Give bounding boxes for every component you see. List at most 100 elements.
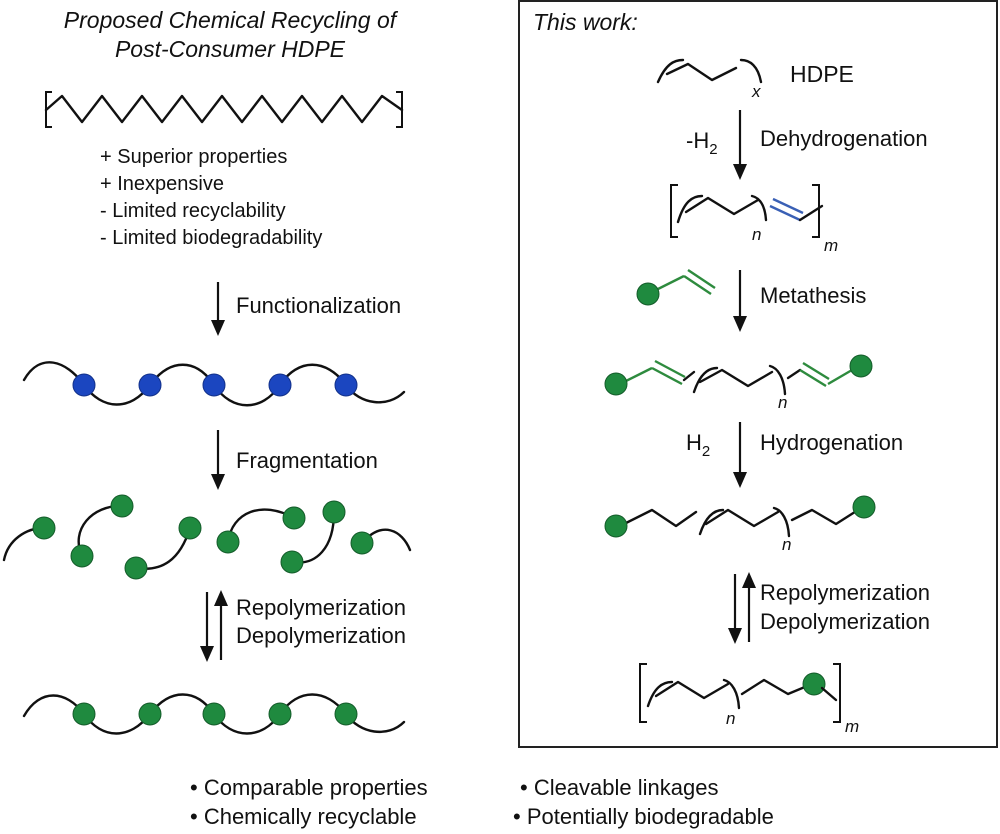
close-paren xyxy=(750,194,768,222)
final-polymer xyxy=(639,663,841,723)
blue-functional-group xyxy=(334,373,358,397)
repeat-zigzag xyxy=(654,680,730,700)
close-paren xyxy=(739,58,763,84)
repeat-zigzag xyxy=(704,508,780,528)
chain-link xyxy=(682,370,696,382)
right-title: This work: xyxy=(533,9,638,35)
benefit-item: • Comparable properties xyxy=(190,775,428,800)
repeat-zigzag xyxy=(665,62,738,82)
chain-left xyxy=(622,508,698,528)
chain-right xyxy=(790,508,860,526)
right-step-depolymerization: Depolymerization xyxy=(760,609,930,634)
close-paren xyxy=(722,678,741,710)
property-item: - Limited biodegradability xyxy=(100,227,322,249)
fragmentation-arrow xyxy=(211,430,225,490)
green-functional-group xyxy=(178,516,202,540)
property-item: - Limited recyclability xyxy=(100,200,286,222)
green-functional-group xyxy=(216,530,240,554)
subscript-m: m xyxy=(824,236,838,255)
left-title-line2: Post-Consumer HDPE xyxy=(115,36,346,62)
green-functional-group xyxy=(636,282,660,306)
green-functional-group xyxy=(110,494,134,518)
green-functional-group xyxy=(322,500,346,524)
step-functionalization: Functionalization xyxy=(236,293,401,318)
left-step-repolymerization: Repolymerization xyxy=(236,595,406,620)
benefits-list: • Comparable properties • Cleavable link… xyxy=(190,775,774,829)
green-functional-group xyxy=(849,354,873,378)
green-functional-group xyxy=(138,702,162,726)
open-bracket xyxy=(639,663,647,723)
benefit-item: • Chemically recyclable xyxy=(190,804,417,829)
this-work-panel-border xyxy=(518,0,998,748)
blue-double-bond xyxy=(769,197,804,222)
green-functional-group xyxy=(32,516,56,540)
reagent-h2: H2 xyxy=(686,430,710,460)
subscript-m: m xyxy=(845,717,859,736)
left-equilibrium-arrows xyxy=(200,590,228,662)
left-title-line1: Proposed Chemical Recycling of xyxy=(64,7,399,33)
chain-tail xyxy=(740,678,814,696)
chain-end xyxy=(820,686,838,702)
subscript-x: x xyxy=(751,82,761,101)
open-paren xyxy=(646,680,674,708)
left-step-depolymerization: Depolymerization xyxy=(236,623,406,648)
step-hydrogenation: Hydrogenation xyxy=(760,430,903,455)
repeat-zigzag xyxy=(684,196,760,216)
blue-functional-group xyxy=(202,373,226,397)
step-fragmentation: Fragmentation xyxy=(236,448,378,473)
hdpe-label: HDPE xyxy=(790,61,854,87)
open-bracket xyxy=(670,184,678,238)
step-metathesis: Metathesis xyxy=(760,283,866,308)
benefit-item: • Potentially biodegradable xyxy=(513,804,774,829)
green-functional-group xyxy=(604,372,628,396)
green-functional-group xyxy=(124,556,148,580)
green-functional-group xyxy=(202,702,226,726)
reagent-minus-h2: -H2 xyxy=(686,128,718,158)
fragments xyxy=(2,494,412,580)
property-item: + Superior properties xyxy=(100,146,287,168)
open-paren xyxy=(656,58,685,84)
hdpe-zigzag xyxy=(44,94,404,124)
benefit-item: • Cleavable linkages xyxy=(520,775,718,800)
hydrogenation-arrow xyxy=(733,422,747,488)
repeat-zigzag xyxy=(698,368,774,388)
green-functional-group xyxy=(852,495,876,519)
left-close-bracket xyxy=(396,91,403,128)
property-item: + Inexpensive xyxy=(100,173,224,195)
green-functional-group xyxy=(280,550,304,574)
green-functional-group xyxy=(604,514,628,538)
hdpe-chain-structure xyxy=(44,91,404,128)
green-functional-group xyxy=(72,702,96,726)
subscript-n: n xyxy=(752,225,761,244)
subscript-n: n xyxy=(726,709,735,728)
subscript-n: n xyxy=(782,535,791,554)
metathesis-reagent xyxy=(636,269,716,306)
functionalization-arrow xyxy=(211,282,225,336)
green-functional-group xyxy=(802,672,826,696)
open-paren xyxy=(692,366,719,394)
right-step-repolymerization: Repolymerization xyxy=(760,580,930,605)
blue-functional-group xyxy=(268,373,292,397)
green-functional-group xyxy=(350,531,374,555)
unsaturated-polymer xyxy=(670,184,824,238)
repolymerized-chain xyxy=(22,693,406,735)
dehydrogenation-arrow xyxy=(733,110,747,180)
blue-functional-group xyxy=(72,373,96,397)
functionalized-chain xyxy=(22,361,406,407)
chain-link xyxy=(786,368,802,380)
saturated-telechelic xyxy=(604,495,876,538)
close-bracket xyxy=(812,184,820,238)
green-functional-group xyxy=(282,506,306,530)
close-paren xyxy=(772,506,791,538)
green-functional-group xyxy=(70,544,94,568)
green-functional-group xyxy=(268,702,292,726)
properties-list: + Superior properties + Inexpensive - Li… xyxy=(100,146,322,249)
open-paren xyxy=(698,508,725,536)
close-paren xyxy=(768,364,787,396)
metathesis-arrow xyxy=(733,270,747,332)
step-dehydrogenation: Dehydrogenation xyxy=(760,126,928,151)
blue-functional-group xyxy=(138,373,162,397)
hdpe-repeat-unit xyxy=(656,58,763,84)
telechelic-diene xyxy=(604,354,873,396)
